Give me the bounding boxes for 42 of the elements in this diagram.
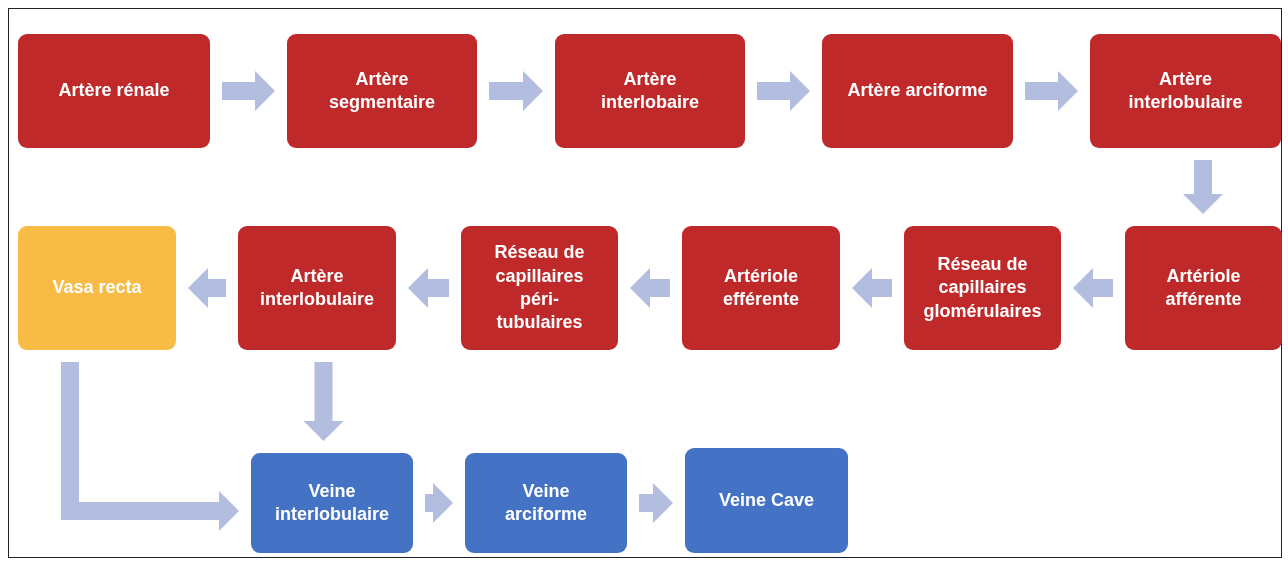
block-arrow [303,362,344,441]
block-arrow [188,268,226,308]
process-box [822,34,1013,148]
node-label: Artère arciforme [847,79,988,103]
block-arrow [630,268,670,308]
process-box [1125,226,1282,350]
process-box [18,226,176,350]
block-arrow [757,71,810,111]
node-label: Artériole efférente [722,264,800,311]
block-arrow [408,268,449,308]
node-label: Veine interlobulaire [274,479,390,526]
process-box [904,226,1061,350]
process-box [251,453,413,553]
node-label: Réseau de capillaires glomérulaires [922,252,1043,323]
node-label: Veine arciforme [503,479,588,526]
process-box [1090,34,1281,148]
block-arrow [222,71,275,111]
block-arrow [61,362,239,531]
block-arrow [489,71,543,111]
block-arrow [639,483,673,523]
block-arrow [852,268,892,308]
block-arrow [1073,268,1113,308]
node-label: Artère interlobulaire [1127,67,1244,114]
block-arrow [425,483,453,523]
node-label: Vasa recta [52,276,142,300]
block-arrow [1025,71,1078,111]
node-label: Artère segmentaire [327,67,437,114]
block-arrow [1183,160,1223,214]
node-label: Artériole afférente [1164,264,1243,311]
process-box [18,34,210,148]
process-box [555,34,745,148]
node-label: Veine Cave [718,488,815,512]
node-label: Artère interlobaire [600,67,700,114]
process-box [685,448,848,553]
process-box [461,226,618,350]
process-box [238,226,396,350]
node-label: Artère rénale [58,79,170,103]
node-label: Artère interlobulaire [259,264,375,311]
process-box [682,226,840,350]
process-box [465,453,627,553]
process-box [287,34,477,148]
node-label: Réseau de capillaires péri-tubulaires [493,241,586,335]
